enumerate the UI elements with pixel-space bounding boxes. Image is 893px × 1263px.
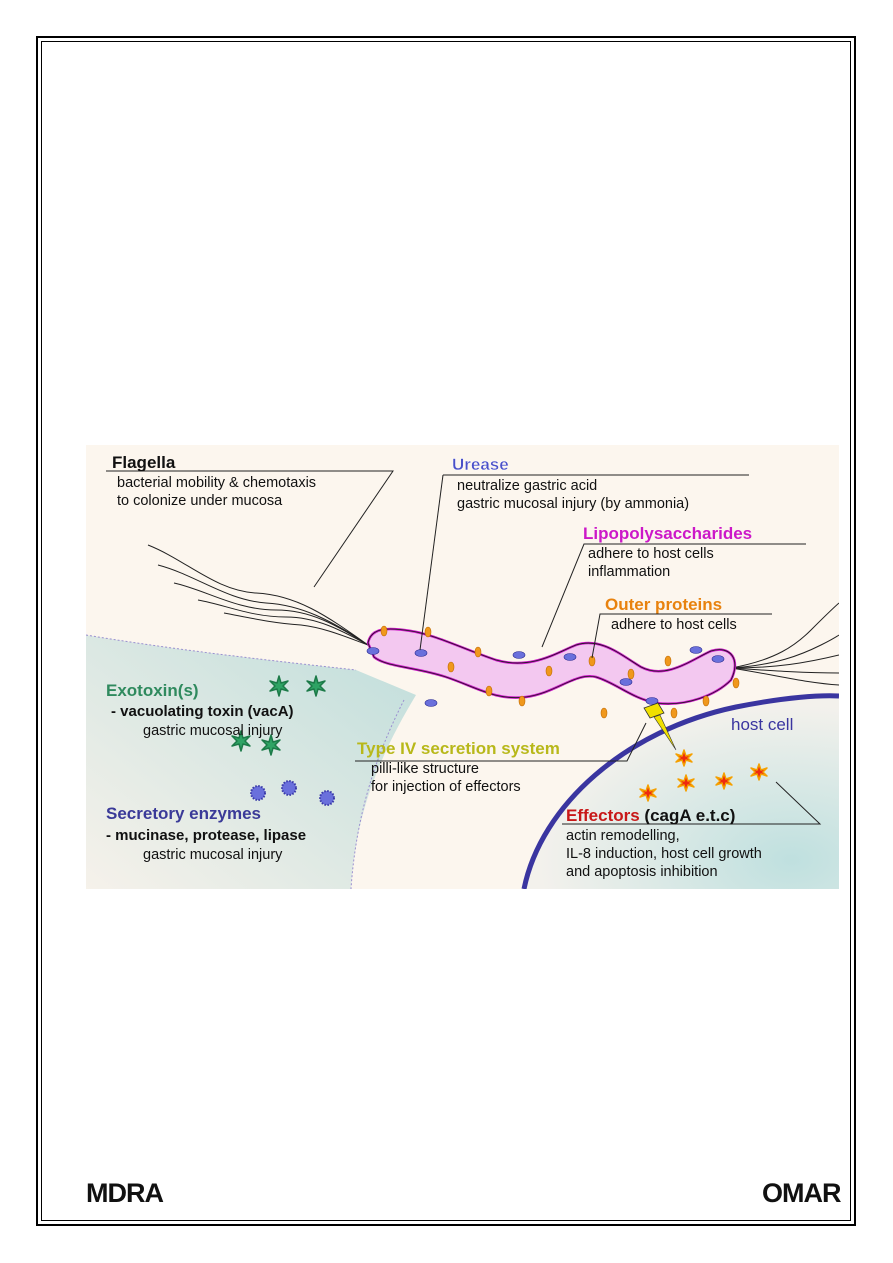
urease-line-1: neutralize gastric acid (457, 478, 597, 494)
outer-protein-markers (380, 625, 740, 719)
mucosa-boundary (86, 634, 357, 671)
effectors-line-1: actin remodelling, (566, 828, 680, 844)
host-cell-membrane (521, 693, 839, 889)
lps-line-2: inflammation (588, 564, 670, 580)
t4ss-needle (643, 702, 677, 751)
exotoxin-bold-line: - vacuolating toxin (vacA) (111, 703, 294, 720)
t4ss-line-2: for injection of effectors (371, 779, 521, 795)
secretory-title: Secretory enzymes (106, 804, 261, 823)
host-cell-fill (524, 695, 839, 889)
effectors-line-3: and apoptosis inhibition (566, 864, 718, 880)
flagella-title: Flagella (112, 453, 176, 472)
outer-leader (591, 613, 772, 659)
t4ss-line-1: pilli-like structure (371, 761, 479, 777)
effectors-leader (562, 781, 822, 825)
t4ss-leader (355, 722, 647, 762)
flagella-right (730, 602, 839, 686)
urease-line-2: gastric mucosal injury (by ammonia) (457, 496, 689, 512)
effector-particles (639, 749, 768, 802)
flagella-left (147, 544, 369, 646)
flagella-leader (106, 470, 394, 588)
page-border-inner (41, 41, 851, 1221)
flagella-line-1: bacterial mobility & chemotaxis (117, 475, 316, 491)
effectors-title-suffix: (cagA e.t.c) (640, 806, 736, 825)
exotoxin-line: gastric mucosal injury (143, 723, 283, 739)
lps-title: Lipopolysaccharides (583, 524, 752, 543)
flagella-line-2: to colonize under mucosa (117, 493, 283, 509)
right-logo: OMAR (762, 1178, 841, 1208)
exotoxin-title: Exotoxin(s) (106, 681, 199, 700)
effectors-title: Effectors (566, 806, 640, 825)
bacterium-outline (367, 628, 736, 705)
h-pylori-virulence-diagram: Flagella bacterial mobility & chemotaxis… (86, 445, 839, 889)
mucosa-region (86, 635, 416, 889)
page-border-outer (36, 36, 856, 1226)
left-logo: MDRA (86, 1178, 164, 1208)
lps-leader (541, 543, 806, 648)
effectors-line-2: IL-8 induction, host cell growth (566, 846, 762, 862)
effectors-heading: Effectors (cagA e.t.c) (566, 806, 735, 825)
secretory-line: gastric mucosal injury (143, 847, 283, 863)
secretory-bold-line: - mucinase, protease, lipase (106, 827, 306, 844)
exotoxin-particles (231, 675, 326, 756)
lps-line-1: adhere to host cells (588, 546, 714, 562)
t4ss-title: Type IV secretion system (357, 739, 560, 758)
urease-title: Urease (452, 455, 509, 474)
outer-title: Outer proteins (605, 595, 722, 614)
outer-line-1: adhere to host cells (611, 617, 737, 633)
urease-markers (366, 646, 725, 707)
secretory-enzyme-particles (250, 780, 335, 806)
leader-lines (106, 470, 822, 825)
host-cell-label: host cell (731, 715, 793, 734)
urease-pointer (419, 474, 444, 651)
